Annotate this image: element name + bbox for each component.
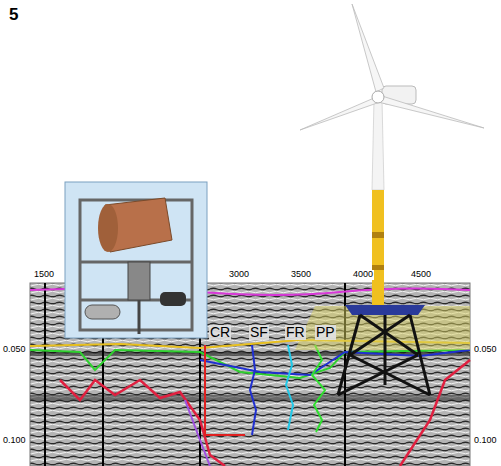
horizon-line bbox=[60, 380, 225, 466]
log-label: CR bbox=[209, 325, 231, 340]
seismic-section bbox=[30, 283, 470, 466]
log-label: FR bbox=[285, 325, 306, 340]
log-curve bbox=[250, 345, 256, 435]
axis-tick: 0.100 bbox=[2, 436, 27, 446]
log-curve bbox=[286, 345, 293, 430]
axis-tick: 1500 bbox=[33, 270, 55, 280]
axis-tick: 3000 bbox=[228, 270, 250, 280]
log-curve bbox=[205, 345, 245, 435]
axis-tick: 0.050 bbox=[2, 345, 27, 355]
horizon-line bbox=[200, 350, 470, 375]
apparatus-inset bbox=[65, 182, 207, 338]
reflector-band bbox=[30, 395, 470, 401]
axis-tick: 0.050 bbox=[473, 345, 498, 355]
log-label: SF bbox=[249, 325, 269, 340]
wind-turbine bbox=[300, 4, 484, 395]
axis-tick: 4500 bbox=[410, 270, 432, 280]
axis-tick: 0.100 bbox=[473, 436, 498, 446]
axis-tick: 4000 bbox=[352, 270, 374, 280]
horizon-line bbox=[400, 360, 470, 466]
figure-number: 5 bbox=[8, 6, 19, 25]
horizon-line bbox=[185, 400, 210, 466]
log-curve bbox=[312, 345, 325, 432]
horizon-line bbox=[30, 350, 470, 378]
panel-frame bbox=[30, 283, 470, 466]
axis-tick: 3500 bbox=[290, 270, 312, 280]
log-label: PP bbox=[315, 325, 336, 340]
seabed-plane bbox=[295, 306, 470, 350]
